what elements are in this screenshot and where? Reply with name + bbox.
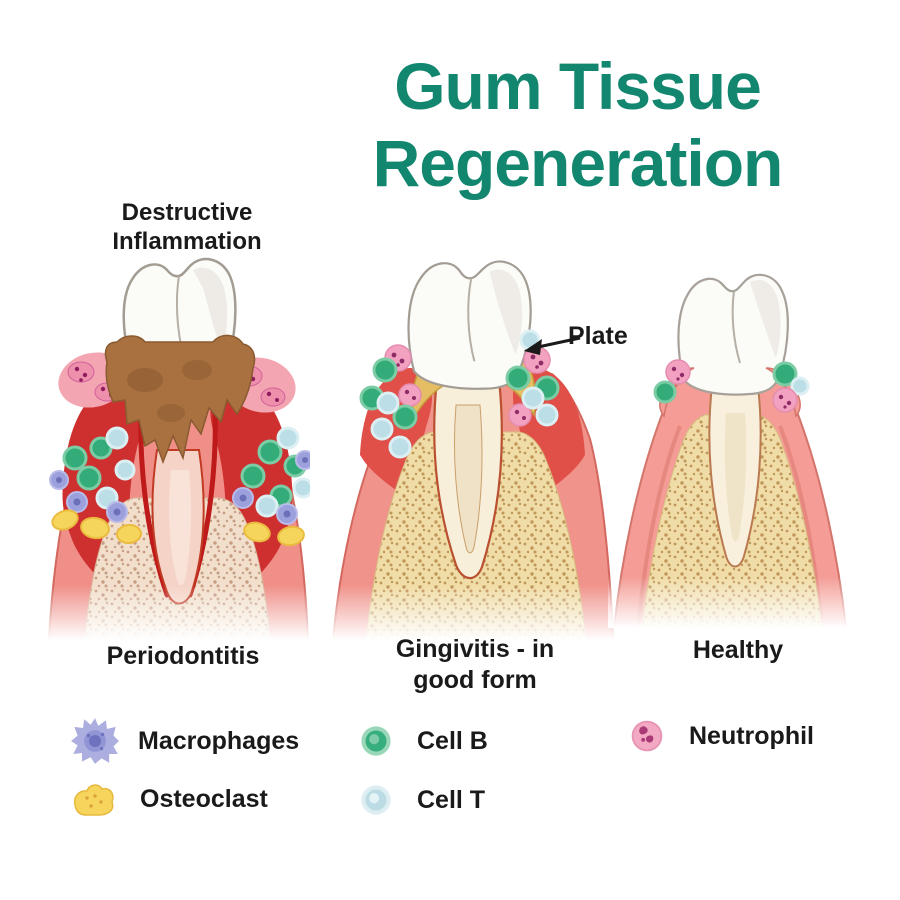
destructive-inflammation-label: Destructive Inflammation	[62, 198, 312, 256]
gingivitis-tooth-illustration	[330, 260, 615, 640]
periodontitis-tooth-illustration	[45, 257, 310, 640]
destructive-line2: Inflammation	[112, 228, 262, 255]
immune-cell-cluster-right	[505, 329, 560, 427]
legend-label-macrophages: Macrophages	[138, 726, 300, 755]
immune-cell-cluster-left	[49, 426, 142, 545]
gingivitis-line2: good form	[413, 666, 537, 694]
exposed-root	[151, 449, 205, 605]
legend-label-neutrophil: Neutrophil	[689, 721, 814, 750]
tooth-root	[433, 368, 503, 580]
immune-cell-cluster-right	[772, 361, 810, 413]
neutrophil-granules	[74, 366, 279, 402]
legend-item-cell-t: Cell T	[355, 779, 485, 821]
tooth-crown	[407, 260, 532, 390]
legend-item-cell-b: Cell B	[355, 720, 488, 762]
stage-label-healthy: Healthy	[692, 636, 784, 664]
stage-label-periodontitis: Periodontitis	[106, 642, 260, 670]
immune-cell-cluster-left	[653, 359, 691, 404]
cell-b-icon	[361, 726, 391, 756]
gingivitis-line1: Gingivitis - in	[395, 635, 555, 663]
bottom-fade	[608, 576, 853, 628]
legend-item-macrophages: Macrophages	[70, 716, 299, 766]
page-title: Gum Tissue Regeneration	[310, 48, 845, 202]
neutrophil-icon	[631, 720, 663, 752]
destructive-line1: Destructive	[121, 199, 253, 226]
tartar-deposit	[104, 334, 256, 465]
osteoclast-icon	[73, 784, 114, 816]
cell-t-icon	[361, 785, 391, 815]
healthy-tooth-illustration	[608, 273, 853, 628]
bottom-fade	[45, 585, 310, 640]
tooth-root	[708, 385, 762, 568]
legend-label-cell-b: Cell B	[417, 726, 488, 755]
legend-label-cell-t: Cell T	[417, 785, 486, 814]
bottom-fade	[330, 585, 615, 640]
tooth-crown	[677, 273, 789, 396]
stage-label-gingivitis: Gingivitis - in good form	[375, 634, 575, 696]
plate-label: Plate	[568, 322, 628, 350]
macrophage-icon	[71, 718, 119, 764]
plate-arrow-icon	[524, 336, 581, 355]
legend-label-osteoclast: Osteoclast	[140, 784, 268, 813]
page-title-line2: Regeneration	[372, 126, 784, 200]
legend-item-neutrophil: Neutrophil	[625, 714, 814, 758]
page-title-line1: Gum Tissue	[394, 49, 762, 123]
immune-cell-cluster-left	[359, 344, 422, 459]
legend-item-osteoclast: Osteoclast	[68, 776, 268, 822]
immune-cell-cluster-right	[232, 426, 310, 547]
